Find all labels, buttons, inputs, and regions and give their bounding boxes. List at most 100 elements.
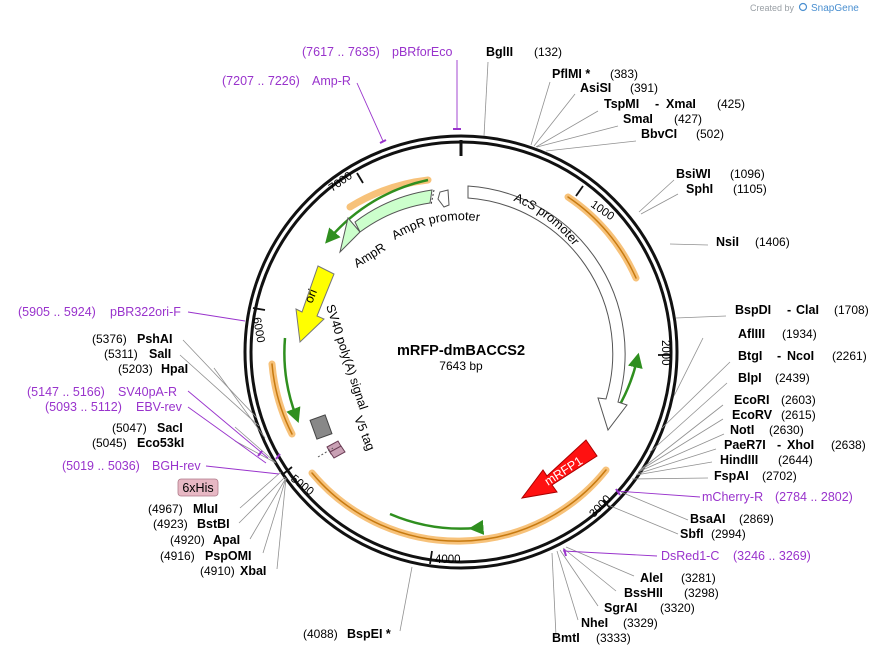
enzyme-HpaI: (5203)HpaI [118,362,188,376]
svg-text:Amp-R: Amp-R [312,74,351,88]
svg-text:BspDI: BspDI [735,303,771,317]
svg-text:4000: 4000 [435,554,461,566]
enzyme-BsiWI: BsiWI(1096) [676,167,765,181]
ori-feature-arrow [295,265,335,344]
primer-EBV-rev: (5093 .. 5112)EBV-rev [45,400,183,414]
svg-text:SnapGene: SnapGene [811,3,859,14]
primer-BGH-rev: (5019 .. 5036)BGH-rev [62,459,201,473]
svg-text:pBRforEco: pBRforEco [392,45,452,59]
svg-text:(4910): (4910) [200,564,235,578]
enzyme-BtgI-NcoI: BtgI-NcoI(2261) [738,349,867,363]
svg-text:(1406): (1406) [755,235,790,249]
enzyme-BstBI: (4923)BstBI [153,517,230,531]
svg-text:NheI: NheI [581,616,608,630]
svg-text:(1708): (1708) [834,303,869,317]
svg-text:(2994): (2994) [711,527,746,541]
svg-text:(3246 .. 3269): (3246 .. 3269) [733,549,811,563]
svg-text:AsiSI: AsiSI [580,81,611,95]
svg-text:(7617 .. 7635): (7617 .. 7635) [302,45,380,59]
svg-text:(2439): (2439) [775,371,810,385]
svg-text:(2644): (2644) [778,453,813,467]
ampr-feature-arrow [339,189,433,254]
svg-text:(132): (132) [534,45,562,59]
svg-text:(391): (391) [630,81,658,95]
svg-text:-: - [655,97,659,111]
svg-text:BstBI: BstBI [197,517,230,531]
svg-text:(2630): (2630) [769,423,804,437]
enzyme-EcoRI: EcoRI (2603) [734,393,816,407]
enzyme-NotI: NotI (2630) [730,423,804,437]
enzyme-labels: BglII (132) PflMI * (383) AsiSI (391) TspMI… [92,45,869,645]
svg-text:mCherry-R: mCherry-R [702,490,763,504]
svg-text:BlpI: BlpI [738,371,762,385]
enzyme-SphI: SphI(1105) [686,182,767,196]
svg-text:EcoRI: EcoRI [734,393,769,407]
primer-pBR322ori-F: (5905 .. 5924)pBR322ori-F [18,305,181,319]
enzyme-SalI: (5311)SalI [104,347,171,361]
svg-text:(5147 .. 5166): (5147 .. 5166) [27,385,105,399]
svg-text:(4967): (4967) [148,502,183,516]
enzyme-SgrAI: SgrAI (3320) [604,601,695,615]
svg-text:(3320): (3320) [660,601,695,615]
enzyme-AleI: AleI(3281) [640,571,716,585]
enzyme-BspDI-ClaI: BspDI-ClaI(1708) [735,303,869,317]
enzyme-PspOMI: (4916)PspOMI [160,549,252,563]
svg-text:-: - [787,303,791,317]
svg-text:NcoI: NcoI [787,349,814,363]
enzyme-SmaI: SmaI(427) [623,112,702,126]
acs-promoter-arrow [467,185,628,432]
svg-text:(5905 .. 5924): (5905 .. 5924) [18,305,96,319]
svg-text:(427): (427) [674,112,702,126]
svg-text:(4088): (4088) [303,627,338,641]
primer-leaders [187,60,701,557]
enzyme-MluI: (4967) MluI [148,502,218,516]
grey-feature [309,414,333,440]
svg-text:(4916): (4916) [160,549,195,563]
svg-text:(5047): (5047) [112,421,147,435]
svg-text:EBV-rev: EBV-rev [136,400,183,414]
svg-text:PflMI *: PflMI * [552,67,590,81]
enzyme-BglII: BglII (132) [486,45,562,59]
svg-text:SphI: SphI [686,182,713,196]
svg-text:PshAI: PshAI [137,332,172,346]
svg-text:(1096): (1096) [730,167,765,181]
v5-label: V5 tag [351,414,378,453]
plasmid-size: 7643 bp [439,359,483,373]
svg-text:(3298): (3298) [684,586,719,600]
svg-text:BbvCI: BbvCI [641,127,677,141]
svg-text:(4920): (4920) [170,533,205,547]
enzyme-FspAI: FspAI(2702) [714,469,797,483]
enzyme-NheI: NheI (3329) [581,616,658,630]
svg-text:NotI: NotI [730,423,754,437]
svg-text:SgrAI: SgrAI [604,601,637,615]
svg-text:TspMI: TspMI [604,97,639,111]
enzyme-BmtI: BmtI(3333) [552,631,631,645]
svg-text:(2638): (2638) [831,438,866,452]
svg-text:(7207 .. 7226): (7207 .. 7226) [222,74,300,88]
enzyme-XbaI: (4910)XbaI [200,564,266,578]
svg-text:BssHII: BssHII [624,586,663,600]
svg-text:XhoI: XhoI [787,438,814,452]
svg-text:(383): (383) [610,67,638,81]
svg-text:BglII: BglII [486,45,513,59]
plasmid-name: mRFP-dmBACCS2 [397,343,525,359]
svg-text:-: - [777,349,781,363]
svg-text:(2603): (2603) [781,393,816,407]
svg-text:MluI: MluI [193,502,218,516]
ampr-promoter-arrow [437,189,450,208]
enzyme-SacI: (5047)SacI [112,421,183,435]
enzyme-TspMI-XmaI: TspMI-XmaI(425) [604,97,745,111]
orange-highlight-arcs [268,176,640,545]
svg-text:(3329): (3329) [623,616,658,630]
enzyme-PaeR7I-XhoI: PaeR7I-XhoI(2638) [724,438,866,452]
svg-text:AmpR promoter: AmpR promoter [389,209,481,242]
v5-feature [317,440,346,459]
primer-pBRforEco: (7617 .. 7635) pBRforEco [302,45,452,59]
svg-text:(3333): (3333) [596,631,631,645]
ampr-label: AmpR [351,240,388,270]
snapgene-credit: Created by SnapGene [750,2,859,14]
enzyme-BspEI: (4088)BspEI * [303,627,391,641]
svg-text:(5311): (5311) [104,347,138,361]
sv40-label: SV40 poly(A) signal [323,303,370,412]
svg-text:Eco53kI: Eco53kI [137,436,184,450]
